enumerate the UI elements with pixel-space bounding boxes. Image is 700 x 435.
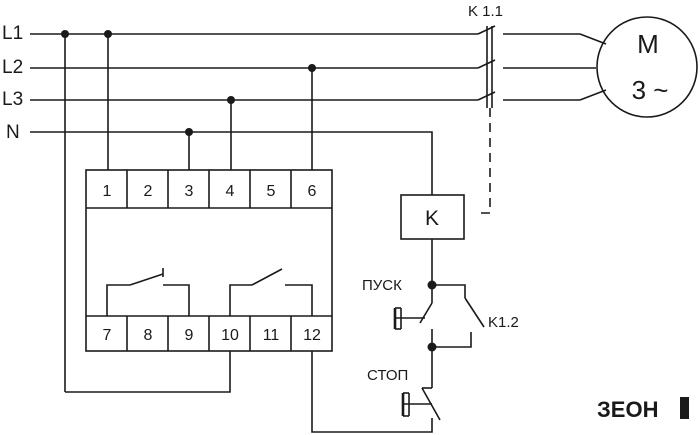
start-button: [393, 285, 433, 347]
line-label-l1: L1: [2, 23, 23, 44]
wire-terminal-10: [65, 351, 231, 393]
start-label: ПУСК: [362, 277, 402, 294]
relay-contact-2: [229, 268, 313, 316]
svg-text:ЗЕОН: ЗЕОН: [597, 397, 658, 422]
supply-lines: [30, 33, 478, 195]
stop-label: СТОП: [367, 367, 408, 384]
line-label-l2: L2: [2, 57, 23, 78]
terminal-5: 5: [267, 183, 276, 200]
motor-letter: M: [637, 29, 659, 59]
terminal-12: 12: [303, 327, 321, 344]
terminal-11: 11: [263, 327, 280, 344]
mechanical-link: [478, 108, 491, 214]
terminal-7: 7: [103, 327, 112, 344]
terminal-1: 1: [103, 183, 112, 200]
stop-button: [401, 387, 441, 421]
zeon-logo: ЗЕОН: [597, 397, 689, 422]
terminal-2: 2: [144, 183, 153, 200]
motor-phases: 3 ~: [632, 75, 669, 105]
line-n: [30, 131, 433, 195]
terminal-4: 4: [226, 183, 235, 200]
line-label-l3: L3: [2, 89, 23, 110]
wire-terminal-12: [311, 351, 433, 433]
relay-contact-1: [106, 268, 190, 316]
relay-bottom-dividers: [126, 316, 292, 351]
main-contactor-contacts: [477, 25, 607, 108]
aux-contact-label: K1.2: [488, 314, 519, 331]
aux-contact-k12: [432, 284, 485, 348]
terminal-3: 3: [185, 183, 194, 200]
terminal-9: 9: [185, 327, 194, 344]
main-contact-label: K 1.1: [468, 3, 503, 20]
relay-top-dividers: [126, 170, 292, 208]
terminal-10: 10: [221, 327, 239, 344]
motor-circle: [596, 16, 698, 118]
motor: M 3 ~: [596, 16, 698, 118]
terminal-8: 8: [144, 327, 153, 344]
line-label-n: N: [6, 122, 20, 143]
terminal-6: 6: [308, 183, 317, 200]
coil-label: K: [425, 207, 439, 230]
